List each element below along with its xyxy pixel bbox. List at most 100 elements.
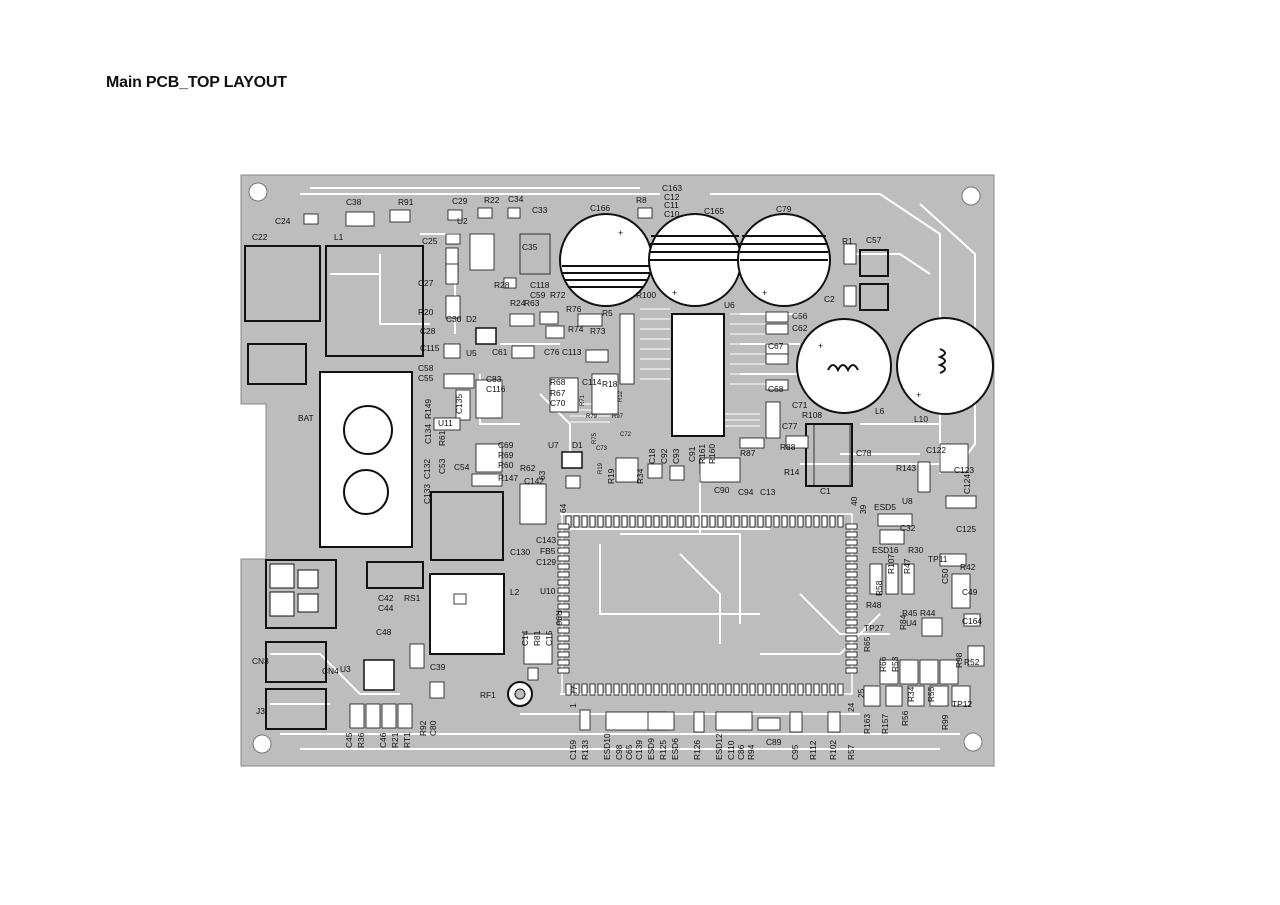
label-esd9: ESD9 [646, 738, 656, 760]
label-c98: C98 [614, 744, 624, 760]
electrolytic-capacitor-group: + + + [559, 213, 831, 307]
diode-d2-icon [475, 327, 497, 345]
label-r19b: R19 [598, 462, 604, 474]
label-r161: R161 [697, 444, 707, 464]
label-r96: R96 [554, 610, 564, 626]
label-c95: C95 [790, 744, 800, 760]
capacitor-c57b-outline [859, 283, 889, 311]
battery-holder [319, 371, 413, 548]
label-r91: R91 [398, 197, 414, 207]
label-c163: C163 [662, 183, 682, 193]
label-r47: R47 [902, 558, 912, 574]
inductor-l2 [429, 573, 505, 655]
label-c135: C135 [454, 394, 464, 414]
label-esd10: ESD10 [602, 733, 612, 760]
mounting-hole-icon [963, 732, 983, 752]
label-c129: C129 [536, 557, 556, 567]
label-r75: R75 [592, 432, 598, 444]
label-39: 39 [858, 504, 868, 514]
label-c71: C71 [792, 400, 808, 410]
label-c72: C72 [620, 432, 632, 438]
label-r63: R63 [524, 298, 540, 308]
label-d1: D1 [572, 440, 583, 450]
label-u4: U4 [906, 618, 917, 628]
label-24: 24 [846, 702, 856, 712]
label-l1: L1 [334, 232, 344, 242]
component-labels-rotated: C134 R149 C135 C53 R61 C132 C133 R19 R34… [344, 390, 972, 760]
label-r68: R68 [550, 377, 566, 387]
label-c18: C18 [647, 448, 657, 464]
label-c49: C49 [962, 587, 978, 597]
label-r102: R102 [828, 740, 838, 760]
label-r67: R67 [550, 388, 566, 398]
label-r20: R20 [418, 307, 434, 317]
label-r100: R100 [636, 290, 656, 300]
label-r61: R61 [437, 430, 447, 446]
mounting-hole-icon [252, 734, 272, 754]
label-c48: C48 [376, 627, 392, 637]
label-c166: C166 [590, 203, 610, 213]
polarity-plus-icon: + [672, 288, 677, 298]
label-c27: C27 [418, 278, 434, 288]
label-c65: C65 [624, 744, 634, 760]
label-rs1: RS1 [404, 593, 421, 603]
label-25: 25 [856, 688, 866, 698]
label-tp12: TP12 [952, 699, 972, 709]
label-r28: R28 [494, 280, 510, 290]
label-c142: C142 [524, 476, 544, 486]
label-r22: R22 [484, 195, 500, 205]
label-c42: C42 [378, 593, 394, 603]
label-r12: R12 [618, 390, 624, 402]
label-r87: R87 [740, 448, 756, 458]
label-l10: L10 [914, 414, 928, 424]
label-r149: R149 [423, 399, 433, 419]
label-esd12: ESD12 [714, 733, 724, 760]
label-77: 77 [569, 685, 579, 695]
label-r147: R147 [498, 473, 518, 483]
diode-d1-icon [561, 451, 583, 469]
pcb-board: + + + + + [240, 174, 995, 767]
label-r36: R36 [356, 732, 366, 748]
inductor-l10-icon [896, 317, 994, 415]
label-r126: R126 [692, 740, 702, 760]
ic-u3 [363, 659, 395, 691]
label-c89: C89 [766, 737, 782, 747]
label-r94: R94 [746, 744, 756, 760]
label-r57: R57 [846, 744, 856, 760]
label-r42: R42 [960, 562, 976, 572]
label-r97: R97 [612, 414, 624, 420]
label-u11: U11 [438, 418, 453, 428]
label-r62: R62 [520, 463, 536, 473]
label-r107: R107 [886, 554, 896, 574]
label-u3: U3 [340, 664, 351, 674]
label-c79: C79 [776, 204, 792, 214]
label-r66: R66 [878, 656, 888, 672]
mounting-hole-icon [961, 186, 981, 206]
label-c76: C76 [544, 347, 560, 357]
label-c143: C143 [536, 535, 556, 545]
label-64: 64 [558, 503, 568, 513]
polarity-plus-icon: + [618, 228, 623, 238]
smd-pad-group [303, 207, 985, 733]
label-r160: R160 [707, 444, 717, 464]
rs1-outline [366, 561, 424, 589]
qfp-pin-group [557, 515, 858, 696]
label-c55: C55 [418, 373, 434, 383]
label-c56: C56 [792, 311, 808, 321]
label-r55: R55 [926, 686, 936, 702]
label-63: 63 [537, 470, 547, 480]
inductor-c22-outline [244, 245, 321, 322]
label-c59: C59 [530, 290, 546, 300]
label-c61: C61 [492, 347, 508, 357]
label-c110: C110 [726, 740, 736, 760]
label-c123: C123 [954, 465, 974, 475]
inductor-group: + + [796, 317, 994, 415]
label-c139: C139 [634, 740, 644, 760]
label-c68: C68 [768, 384, 784, 394]
label-r53: R53 [890, 656, 900, 672]
label-c45: C45 [344, 732, 354, 748]
label-r133: R133 [580, 740, 590, 760]
label-tp11: TP11 [928, 554, 948, 564]
label-esd6: ESD6 [670, 738, 680, 760]
label-cn3: CN3 [252, 656, 269, 666]
